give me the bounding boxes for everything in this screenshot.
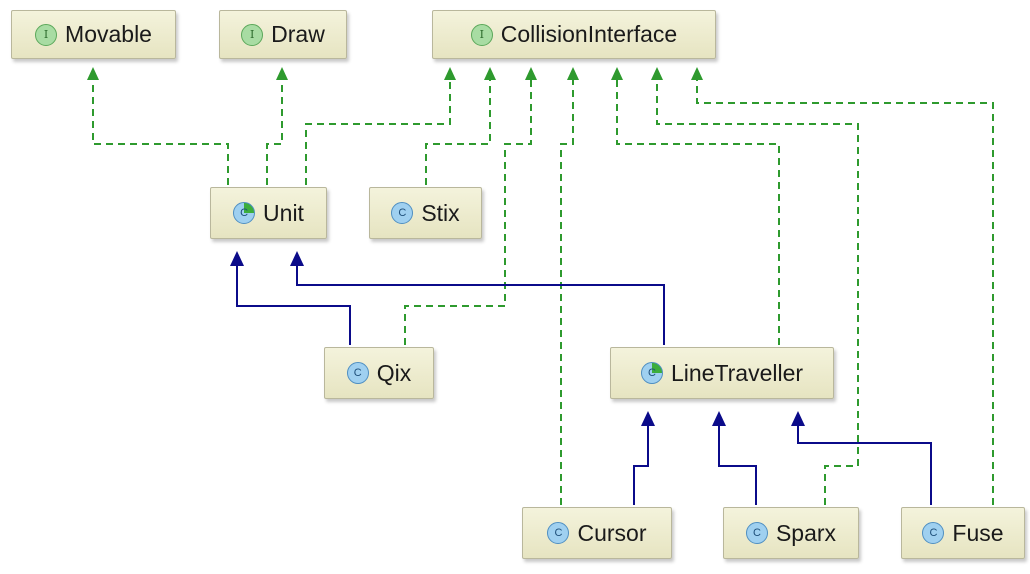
extends-edges: [236, 258, 932, 505]
arrowhead-unit-2: [290, 251, 304, 266]
node-cursor[interactable]: C Cursor: [522, 507, 672, 559]
node-label: Draw: [271, 21, 325, 47]
node-label: Sparx: [775, 519, 837, 546]
node-label: CollisionInterface: [500, 21, 678, 47]
implements-edges: [92, 72, 994, 505]
edge-fuse-linetraveller: [797, 418, 932, 505]
class-icon: C: [745, 522, 768, 544]
node-label: Qix: [376, 359, 412, 386]
edge-cursor-linetraveller: [633, 418, 649, 505]
arrowhead-linetraveller-2: [712, 411, 726, 426]
node-label: Stix: [421, 199, 460, 226]
arrowhead-collision-1: [444, 67, 456, 80]
node-fuse[interactable]: C Fuse: [901, 507, 1025, 559]
node-stix[interactable]: C Stix: [369, 187, 482, 239]
arrowhead-collision-2: [484, 67, 496, 80]
node-unit[interactable]: C Unit: [210, 187, 327, 239]
node-label: Cursor: [577, 519, 647, 546]
implements-arrowheads: [87, 67, 703, 80]
arrowhead-collision-4: [567, 67, 579, 80]
interface-icon: I: [35, 23, 58, 46]
class-icon: C: [922, 522, 945, 544]
node-movable[interactable]: I Movable: [11, 10, 176, 59]
class-icon: C: [391, 202, 414, 224]
edge-sparx-collision: [656, 72, 859, 505]
edge-unit-movable: [92, 72, 229, 185]
abstract-class-icon: C: [233, 202, 256, 224]
arrowhead-collision-5: [611, 67, 623, 80]
arrowhead-collision-7: [691, 67, 703, 80]
node-label: Movable: [65, 21, 152, 47]
edge-unit-collision: [305, 72, 451, 185]
arrowhead-unit-1: [230, 251, 244, 266]
arrowhead-movable: [87, 67, 99, 80]
node-label: Fuse: [952, 519, 1004, 546]
edge-unit-draw: [266, 72, 283, 185]
node-draw[interactable]: I Draw: [219, 10, 347, 59]
edge-linetraveller-collision: [616, 72, 780, 345]
node-label: Unit: [263, 199, 304, 226]
edge-qix-collision: [404, 72, 532, 345]
node-sparx[interactable]: C Sparx: [723, 507, 859, 559]
edge-linetraveller-unit: [296, 258, 665, 345]
interface-icon: I: [241, 23, 264, 46]
arrowhead-collision-6: [651, 67, 663, 80]
edge-cursor-collision: [560, 72, 574, 505]
class-icon: C: [547, 522, 570, 544]
node-qix[interactable]: C Qix: [324, 347, 434, 399]
abstract-class-icon: C: [640, 362, 663, 384]
arrowhead-linetraveller-1: [641, 411, 655, 426]
edge-sparx-linetraveller: [718, 418, 757, 505]
edge-qix-unit: [236, 258, 351, 345]
edge-stix-collision: [425, 72, 491, 185]
node-collision-interface[interactable]: I CollisionInterface: [432, 10, 716, 59]
arrowhead-collision-3: [525, 67, 537, 80]
node-label: LineTraveller: [670, 359, 804, 386]
arrowhead-draw: [276, 67, 288, 80]
edge-fuse-collision: [696, 72, 994, 505]
interface-icon: I: [470, 23, 493, 46]
extends-arrowheads: [230, 251, 805, 426]
node-line-traveller[interactable]: C LineTraveller: [610, 347, 834, 399]
arrowhead-linetraveller-3: [791, 411, 805, 426]
class-icon: C: [346, 362, 369, 384]
